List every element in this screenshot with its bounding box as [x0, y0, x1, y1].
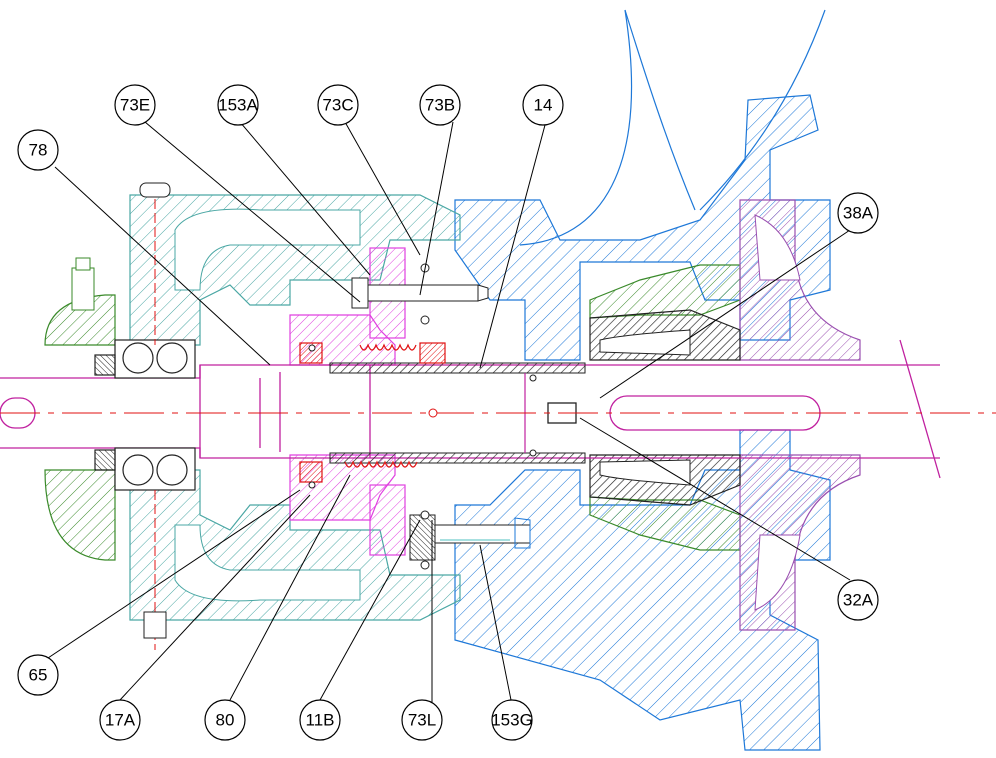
- bearing-housing: [129, 194, 461, 621]
- callout-17A: 17A: [99, 699, 141, 741]
- svg-text:32A: 32A: [843, 591, 874, 610]
- centerline: [0, 408, 996, 418]
- svg-text:73C: 73C: [322, 96, 353, 115]
- bearing-cover: [44, 257, 116, 561]
- gland-bolts: [351, 277, 531, 561]
- svg-text:153A: 153A: [218, 96, 258, 115]
- svg-text:73B: 73B: [425, 96, 455, 115]
- callout-11B: 11B: [299, 699, 341, 741]
- svg-text:73L: 73L: [408, 711, 436, 730]
- svg-text:17A: 17A: [105, 711, 136, 730]
- impeller-hub: [589, 309, 741, 506]
- svg-text:65: 65: [29, 666, 48, 685]
- casing: [454, 94, 831, 751]
- o-rings: [308, 263, 537, 570]
- callout-73B: 73B: [419, 84, 461, 126]
- svg-text:11B: 11B: [306, 711, 335, 730]
- callout-78: 78: [17, 129, 59, 171]
- seal-spring: [299, 342, 446, 483]
- callout-65: 65: [17, 654, 59, 696]
- callout-80: 80: [204, 699, 246, 741]
- callout-73C: 73C: [317, 84, 359, 126]
- wear-ring: [589, 264, 741, 551]
- callout-153G: 153G: [491, 699, 533, 741]
- callout-153A: 153A: [217, 84, 259, 126]
- svg-text:153G: 153G: [491, 711, 533, 730]
- svg-text:78: 78: [29, 141, 48, 160]
- callout-73L: 73L: [401, 699, 443, 741]
- callout-32A: 32A: [837, 579, 879, 621]
- bearing: [94, 339, 196, 491]
- impeller: [739, 199, 861, 631]
- svg-text:14: 14: [534, 96, 553, 115]
- jack-bolt-heads: [139, 182, 171, 639]
- svg-text:73E: 73E: [120, 96, 150, 115]
- leader-lines: [44, 121, 851, 710]
- callout-73E: 73E: [114, 84, 156, 126]
- svg-text:38A: 38A: [843, 204, 874, 223]
- callout-38A: 38A: [837, 192, 879, 234]
- callout-14: 14: [522, 84, 564, 126]
- svg-text:80: 80: [216, 711, 235, 730]
